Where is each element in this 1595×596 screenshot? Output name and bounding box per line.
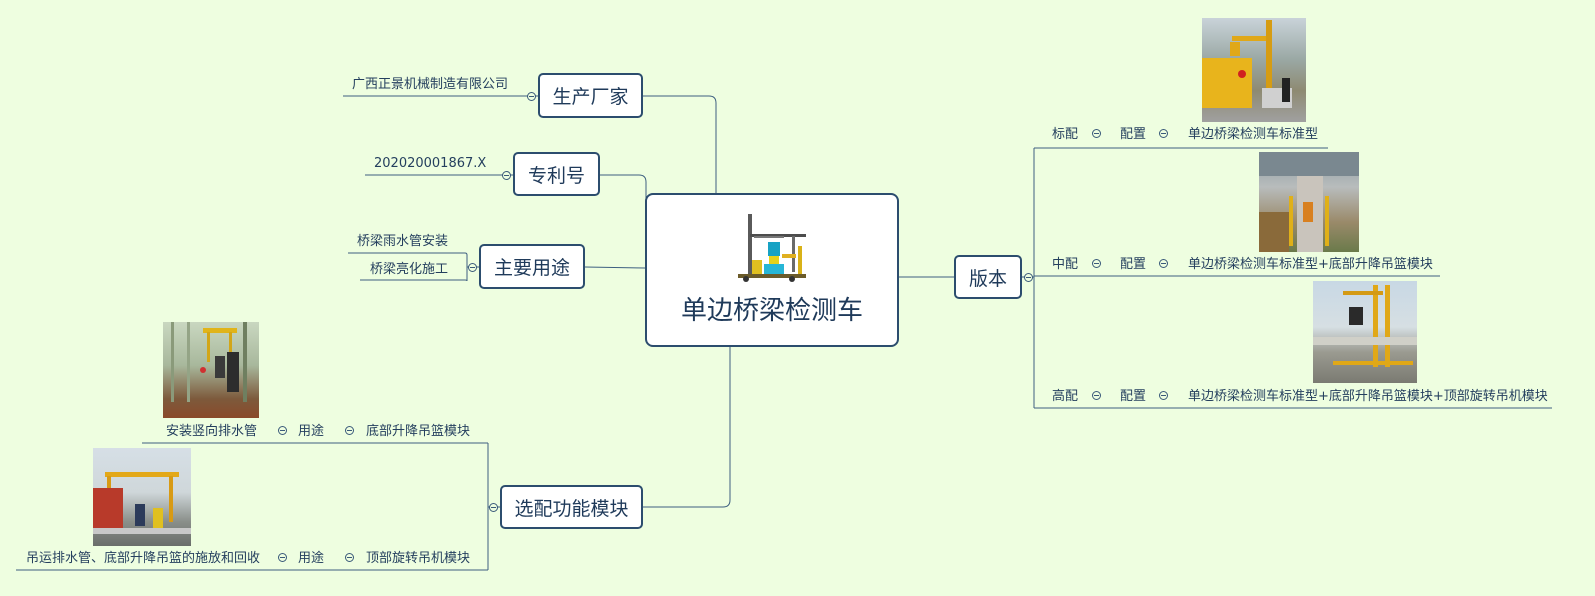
- patent-value: 202020001867.X: [374, 156, 487, 171]
- basket-module-photo: [163, 322, 259, 418]
- module-1-name: 底部升降吊篮模块: [366, 424, 471, 439]
- collapse-toggle-module-1-use[interactable]: [278, 426, 287, 435]
- version-3-config-label: 配置: [1120, 389, 1147, 404]
- collapse-toggle-tier-2[interactable]: [1092, 259, 1101, 268]
- module-1-use-label: 用途: [298, 424, 325, 439]
- collapse-toggle-patent[interactable]: [502, 171, 511, 180]
- manufacturer-value: 广西正景机械制造有限公司: [352, 77, 509, 92]
- collapse-toggle-module-2[interactable]: [345, 553, 354, 562]
- central-topic[interactable]: 单边桥梁检测车: [645, 193, 899, 347]
- high-version-photo: [1313, 281, 1417, 383]
- version-3-tier: 高配: [1052, 389, 1079, 404]
- collapse-toggle-manufacturer[interactable]: [527, 92, 536, 101]
- collapse-toggle-modules[interactable]: [489, 503, 498, 512]
- version-1-config-label: 配置: [1120, 127, 1147, 142]
- standard-version-photo: [1202, 18, 1306, 122]
- collapse-toggle-usage[interactable]: [468, 263, 477, 272]
- version-2-config-label: 配置: [1120, 257, 1147, 272]
- module-1-use: 安装竖向排水管: [166, 424, 258, 439]
- collapse-toggle-tier-3[interactable]: [1092, 391, 1101, 400]
- usage-item-2: 桥梁亮化施工: [370, 262, 449, 277]
- collapse-toggle-config-3[interactable]: [1159, 391, 1168, 400]
- module-2-name: 顶部旋转吊机模块: [366, 551, 471, 566]
- version-3-config: 单边桥梁检测车标准型+底部升降吊篮模块+顶部旋转吊机模块: [1188, 389, 1548, 404]
- collapse-toggle-tier-1[interactable]: [1092, 129, 1101, 138]
- module-2-use-label: 用途: [298, 551, 325, 566]
- modules-topic[interactable]: 选配功能模块: [500, 485, 643, 529]
- medium-version-photo: [1259, 152, 1359, 252]
- collapse-toggle-module-1[interactable]: [345, 426, 354, 435]
- usage-topic[interactable]: 主要用途: [479, 244, 585, 289]
- collapse-toggle-config-2[interactable]: [1159, 259, 1168, 268]
- crane-module-photo: [93, 448, 191, 546]
- manufacturer-topic[interactable]: 生产厂家: [538, 73, 643, 118]
- module-2-use: 吊运排水管、底部升降吊篮的施放和回收: [26, 551, 261, 566]
- version-2-config: 单边桥梁检测车标准型+底部升降吊篮模块: [1188, 257, 1433, 272]
- version-1-tier: 标配: [1052, 127, 1079, 142]
- collapse-toggle-config-1[interactable]: [1159, 129, 1168, 138]
- version-topic[interactable]: 版本: [954, 255, 1022, 299]
- central-topic-title: 单边桥梁检测车: [680, 296, 863, 326]
- bridge-inspection-truck-icon: [738, 214, 806, 282]
- patent-topic[interactable]: 专利号: [513, 152, 600, 196]
- version-1-config: 单边桥梁检测车标准型: [1188, 127, 1319, 142]
- version-2-tier: 中配: [1052, 257, 1079, 272]
- collapse-toggle-module-2-use[interactable]: [278, 553, 287, 562]
- usage-item-1: 桥梁雨水管安装: [357, 234, 449, 249]
- collapse-toggle-version[interactable]: [1024, 273, 1033, 282]
